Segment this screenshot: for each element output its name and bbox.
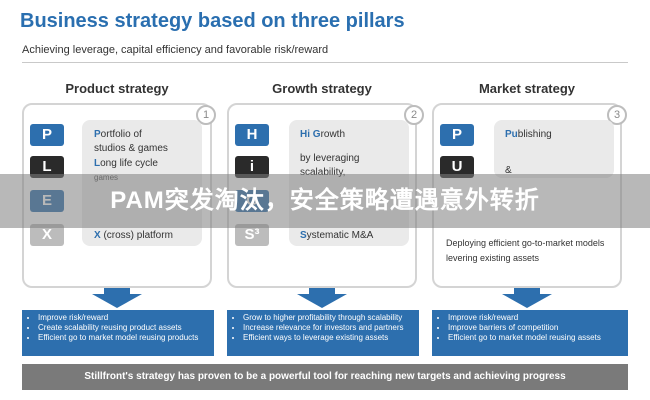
- pillar-3-benefits: Improve risk/reward Improve barriers of …: [432, 310, 628, 356]
- pillar-2-letter-i: i: [235, 156, 269, 178]
- pillar-3-note-1: Deploying efficient go-to-market models: [446, 238, 605, 248]
- divider: [22, 62, 628, 63]
- benefit-item: Improve barriers of competition: [448, 323, 622, 333]
- benefit-item: Improve risk/reward: [448, 313, 622, 323]
- pillar-1-letter-p: P: [30, 124, 64, 146]
- pillar-1-letter-l: L: [30, 156, 64, 178]
- pillar-1-title: Product strategy: [65, 81, 169, 96]
- pillar-1-letter-x: X: [30, 224, 64, 246]
- overlay-banner: PAM突发淘汰，安全策略遭遇意外转折: [0, 174, 650, 228]
- benefit-item: Improve risk/reward: [38, 313, 208, 323]
- pillar-1-line-5: X (cross) platform: [94, 230, 173, 241]
- pillar-3-line-2: &: [505, 165, 512, 176]
- pillar-1-line-2: studios & games: [94, 143, 168, 154]
- pillar-1-arrow-icon: [92, 288, 142, 308]
- pillar-3-letter-u: U: [440, 156, 474, 178]
- pillar-3-line-1: Publishing: [505, 129, 552, 140]
- pillar-2-number: 2: [404, 105, 424, 125]
- pillar-3-textbox: [494, 120, 614, 178]
- pillar-2-letter-s3: S³: [235, 224, 269, 246]
- pillar-2-benefits: Grow to higher profitability through sca…: [227, 310, 419, 356]
- benefit-item: Grow to higher profitability through sca…: [243, 313, 413, 323]
- benefit-item: Increase relevance for investors and par…: [243, 323, 413, 333]
- pillar-3-note-2: levering existing assets: [446, 253, 540, 263]
- pillar-1-benefits: Improve risk/reward Create scalability r…: [22, 310, 214, 356]
- pillar-1-line-1: Portfolio of: [94, 129, 142, 140]
- benefit-item: Efficient go to market model reusing ass…: [448, 333, 622, 343]
- pillar-3-number: 3: [607, 105, 627, 125]
- pillar-2-title: Growth strategy: [272, 81, 372, 96]
- pillar-3-letter-p: P: [440, 124, 474, 146]
- benefit-item: Efficient go to market model reusing pro…: [38, 333, 208, 343]
- benefit-item: Efficient ways to leverage existing asse…: [243, 333, 413, 343]
- pillar-2-line-4: Systematic M&A: [300, 230, 374, 241]
- pillar-3-arrow-icon: [502, 288, 552, 308]
- pillar-2-letter-h: H: [235, 124, 269, 146]
- benefit-item: Create scalability reusing product asset…: [38, 323, 208, 333]
- pillar-2-arrow-icon: [297, 288, 347, 308]
- pillar-3-title: Market strategy: [478, 81, 576, 96]
- pillar-2-line-2: by leveraging: [300, 153, 360, 164]
- pillar-1-line-3: Long life cycle: [94, 158, 158, 169]
- page-title: Business strategy based on three pillars: [20, 10, 405, 32]
- page-subtitle: Achieving leverage, capital efficiency a…: [22, 44, 329, 56]
- pillar-2-line-3: scalability,: [300, 167, 346, 178]
- pillar-1-number: 1: [196, 105, 216, 125]
- footer-statement: Stillfront's strategy has proven to be a…: [22, 364, 628, 390]
- pillar-2-line-1: Hi Growth: [300, 129, 346, 140]
